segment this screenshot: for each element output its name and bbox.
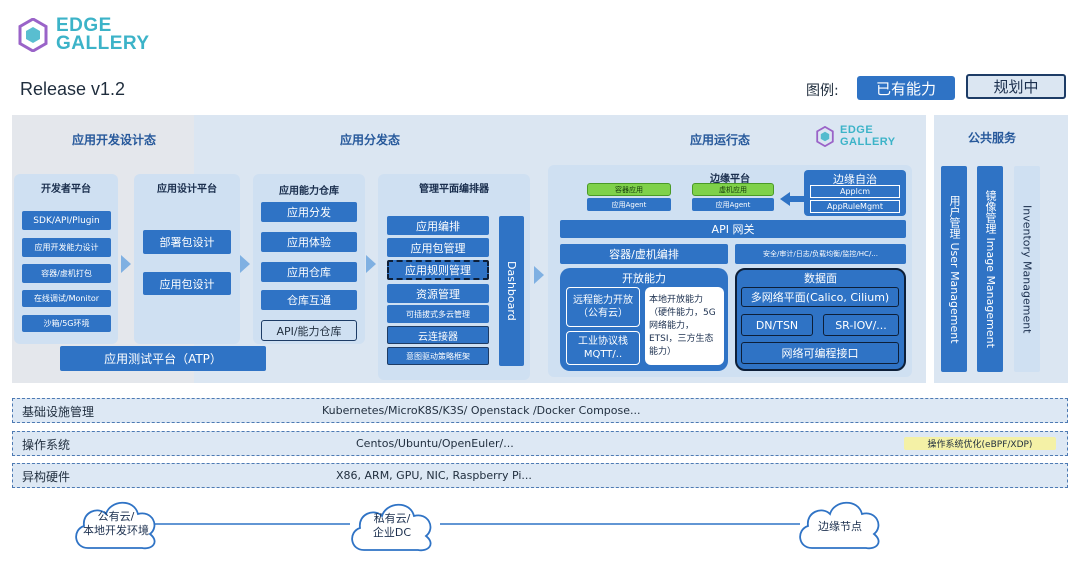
small-logo-line1: EDGE	[840, 124, 874, 136]
public-user-management-label: 用户管理 User Management	[948, 194, 961, 344]
capability-repo-title: 应用能力仓库	[279, 186, 339, 197]
design-item-deploy-package: 部署包设计	[143, 230, 231, 254]
repo-item-app-repo: 应用仓库	[261, 262, 357, 282]
orch-item-intent: 意图驱动策略框架	[387, 347, 489, 365]
design-platform-title: 应用设计平台	[157, 184, 217, 195]
dev-item-pack: 容器/虚机打包	[22, 264, 111, 283]
logo: EDGE GALLERY	[18, 14, 150, 58]
developer-platform-title: 开发者平台	[41, 184, 91, 195]
arrow-right-icon	[534, 266, 544, 284]
autonomy-title: 边缘自治	[833, 173, 877, 186]
arrow-right-icon	[240, 255, 250, 273]
sriov-box: SR-IOV/...	[823, 314, 899, 336]
infra-layer-name: 基础设施管理	[22, 405, 95, 419]
stage-title-dev: 应用开发设计态	[72, 133, 157, 147]
hardware-layer	[12, 463, 1068, 488]
repo-item-experience: 应用体验	[261, 232, 357, 252]
edge-node-cloud-icon	[799, 501, 880, 550]
release-label: Release v1.2	[20, 79, 126, 99]
legend-planned: 规划中	[966, 74, 1066, 99]
orch-item-resource-mgmt: 资源管理	[387, 284, 489, 303]
design-item-app-package: 应用包设计	[143, 272, 231, 295]
repo-item-api: API/能力仓库	[261, 320, 357, 341]
infra-layer-content: Kubernetes/MicroK8S/K3S/ Openstack /Dock…	[322, 404, 641, 417]
public-inventory-management-label: Inventory Management	[1020, 204, 1034, 334]
dev-item-sandbox: 沙箱/5G环境	[22, 315, 111, 332]
cloud-private-line1: 私有云/	[373, 512, 411, 525]
repo-item-interop: 仓库互通	[261, 290, 357, 310]
repo-item-distribution: 应用分发	[261, 202, 357, 222]
dashboard-label: Dashboard	[505, 261, 518, 321]
hardware-layer-name: 异构硬件	[22, 470, 71, 484]
logo-text-line1: EDGE	[56, 15, 112, 36]
cloud-public-line1: 公有云/	[97, 510, 135, 523]
orch-item-orchestration: 应用编排	[387, 216, 489, 235]
api-gateway-bar: API 网关	[560, 220, 906, 238]
orch-item-multicloud: 可插拔式多云管理	[387, 305, 489, 323]
arrow-right-icon	[366, 255, 376, 273]
dn-tsn-box: DN/TSN	[741, 314, 813, 336]
cloud-edge-label: 边缘节点	[818, 520, 862, 533]
capability-repo-card	[253, 174, 365, 344]
private-cloud-icon	[351, 503, 432, 552]
legend-existing: 已有能力	[857, 76, 955, 100]
dev-item-sdk: SDK/API/Plugin	[22, 211, 111, 230]
edgegallery-logo-small-icon	[816, 126, 834, 147]
security-bar: 安全/审计/日志/负载均衡/监控/HC/...	[735, 244, 906, 264]
vm-agent-box: 应用Agent	[692, 198, 774, 211]
stage-title-dist: 应用分发态	[340, 133, 401, 147]
arrow-right-icon	[121, 255, 131, 273]
apprule-box: AppRuleMgmt	[810, 200, 900, 213]
industrial-protocol-box: 工业协议栈 MQTT/..	[566, 331, 640, 365]
logo-text-line2: GALLERY	[56, 33, 150, 54]
orch-item-package-mgmt: 应用包管理	[387, 238, 489, 257]
vm-orchestration-bar: 容器/虚机编排	[560, 244, 728, 264]
public-user-management: 用户管理 User Management	[941, 166, 967, 372]
cloud-private-line2: 企业DC	[372, 526, 412, 539]
edge-platform-title: 边缘平台	[710, 174, 750, 185]
stage-title-runtime: 应用运行态	[690, 133, 751, 147]
legend-label: 图例:	[806, 83, 839, 99]
orch-item-cloud-connector: 云连接器	[387, 326, 489, 344]
public-inventory-management: Inventory Management	[1014, 166, 1040, 372]
vm-app-box: 虚机应用	[692, 183, 774, 196]
open-capability-title: 开放能力	[622, 272, 666, 285]
container-agent-box: 应用Agent	[587, 198, 671, 211]
orch-dashboard: Dashboard	[499, 216, 524, 366]
cloud-public-line2: 本地开发环境	[83, 524, 149, 537]
edge-gallery-small-logo: EDGE GALLERY	[816, 124, 906, 150]
os-layer	[12, 431, 1068, 456]
os-layer-name: 操作系统	[22, 438, 71, 452]
cloud-connector-line	[150, 523, 800, 525]
os-layer-content: Centos/Ubuntu/OpenEuler/...	[356, 437, 514, 450]
cloud-private-label: 私有云/ 企业DC	[344, 512, 440, 540]
stage-title-public: 公共服务	[968, 131, 1017, 145]
arrow-left-icon	[780, 192, 804, 206]
hardware-layer-content: X86, ARM, GPU, NIC, Raspberry Pi...	[336, 469, 532, 482]
local-capability-box: 本地开放能力（硬件能力，5G网络能力，ETSI，三方生态能力）	[645, 287, 724, 365]
os-optimization-badge: 操作系统优化(eBPF/XDP)	[904, 437, 1056, 450]
network-programming-box: 网络可编程接口	[741, 342, 899, 364]
orchestrator-title: 管理平面编排器	[419, 184, 489, 195]
orch-item-rule-mgmt: 应用规则管理	[387, 260, 489, 280]
infra-layer	[12, 398, 1068, 423]
data-plane-panel	[735, 268, 906, 371]
dev-item-design: 应用开发能力设计	[22, 238, 111, 257]
dev-item-debug: 在线调试/Monitor	[22, 290, 111, 307]
atp-bar: 应用测试平台（ATP）	[60, 346, 266, 371]
multi-network-box: 多网络平面(Calico, Cilium)	[741, 287, 899, 307]
data-plane-title: 数据面	[804, 272, 837, 285]
public-cloud-icon	[75, 501, 156, 550]
autonomy-card	[804, 170, 906, 216]
public-image-management: 镜像管理 Image Management	[977, 166, 1003, 372]
design-platform-card	[134, 174, 240, 344]
edgegallery-logo-icon	[18, 18, 48, 52]
public-image-management-label: 镜像管理 Image Management	[984, 190, 997, 348]
container-app-box: 容器应用	[587, 183, 671, 196]
small-logo-line2: GALLERY	[840, 136, 896, 148]
cloud-public-label: 公有云/ 本地开发环境	[68, 510, 164, 538]
applcm-box: Applcm	[810, 185, 900, 198]
remote-capability-box: 远程能力开放（公有云）	[566, 287, 640, 327]
